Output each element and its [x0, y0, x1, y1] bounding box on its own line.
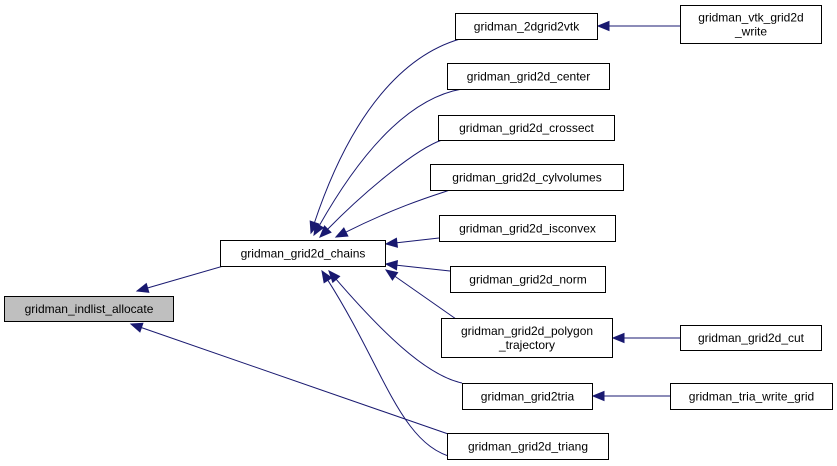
edge-norm-to-chains	[384, 260, 451, 272]
edge-isconvex-to-chains	[384, 237, 440, 248]
node-vtkwrite[interactable]: gridman_vtk_grid2d_write	[680, 5, 822, 44]
node-vtk2d[interactable]: gridman_2dgrid2vtk	[455, 13, 598, 40]
edge-line	[395, 264, 451, 272]
node-label: gridman_grid2d_polygon	[461, 324, 593, 338]
edge-cylvol-to-chains	[334, 189, 451, 238]
node-label: gridman_grid2d_center	[467, 70, 590, 84]
edge-line	[326, 139, 443, 231]
node-box[interactable]	[680, 5, 822, 44]
node-label: _trajectory	[498, 338, 555, 352]
node-center[interactable]: gridman_grid2d_center	[447, 63, 610, 90]
node-label: gridman_vtk_grid2d	[698, 11, 803, 25]
edge-arrowhead	[129, 322, 144, 333]
node-label: gridman_grid2d_crossect	[459, 121, 594, 135]
edge-arrowhead	[384, 237, 399, 248]
node-box[interactable]	[447, 63, 610, 90]
edge-arrowhead	[384, 260, 399, 271]
edge-line	[395, 237, 440, 244]
node-box[interactable]	[441, 318, 613, 358]
node-grid2tria[interactable]: gridman_grid2tria	[462, 383, 593, 410]
edge-line	[393, 275, 457, 320]
node-label: gridman_grid2d_chains	[241, 247, 366, 261]
edge-arrowhead	[334, 227, 349, 238]
node-box[interactable]	[455, 13, 598, 40]
node-triawrite[interactable]: gridman_tria_write_grid	[670, 383, 833, 410]
node-box[interactable]	[438, 115, 615, 141]
edge-arrowhead	[321, 269, 333, 284]
edge-line	[344, 189, 451, 233]
edge-arrowhead	[319, 225, 332, 238]
node-label: gridman_grid2d_triang	[468, 440, 588, 454]
node-label: gridman_grid2d_cut	[698, 331, 805, 345]
edge-line	[335, 278, 463, 384]
node-box[interactable]	[462, 383, 593, 410]
edge-arrowhead	[384, 269, 399, 281]
edge-cut-to-polytraj	[611, 332, 680, 344]
edge-line	[140, 326, 455, 437]
nodes-layer: gridman_indlist_allocate gridman_grid2d_c…	[4, 5, 833, 460]
edge-line	[318, 88, 463, 227]
node-chains[interactable]: gridman_grid2d_chains	[220, 240, 386, 267]
edge-crossect-to-chains	[319, 139, 443, 238]
edge-arrowhead	[328, 270, 341, 284]
node-label: gridman_grid2d_cylvolumes	[452, 171, 601, 185]
node-label: gridman_indlist_allocate	[25, 302, 154, 316]
node-triang[interactable]: gridman_grid2d_triang	[447, 433, 609, 460]
node-label: gridman_2dgrid2vtk	[474, 20, 580, 34]
node-label: _write	[734, 25, 767, 39]
edge-triang-to-chains	[321, 269, 456, 459]
node-box[interactable]	[430, 164, 624, 191]
node-crossect[interactable]: gridman_grid2d_crossect	[438, 115, 615, 141]
edge-triawrite-to-grid2tria	[591, 390, 670, 402]
edge-arrowhead	[135, 282, 150, 293]
edge-vtkwrite-to-vtk2d	[596, 20, 680, 32]
edge-triang-to-indlist	[129, 322, 455, 437]
node-label: gridman_grid2d_norm	[469, 273, 586, 287]
edges-layer	[129, 20, 680, 459]
node-indlist[interactable]: gridman_indlist_allocate	[4, 296, 174, 322]
node-box[interactable]	[439, 215, 616, 242]
edge-line	[326, 279, 456, 459]
edge-polytraj-to-chains	[384, 269, 457, 320]
node-box[interactable]	[4, 296, 174, 322]
edge-arrowhead	[591, 390, 605, 402]
node-label: gridman_grid2tria	[481, 390, 575, 404]
node-box[interactable]	[450, 266, 606, 293]
node-box[interactable]	[680, 325, 822, 351]
node-label: gridman_grid2d_isconvex	[459, 222, 596, 236]
node-cylvol[interactable]: gridman_grid2d_cylvolumes	[430, 164, 624, 191]
edge-line	[313, 38, 461, 224]
node-isconvex[interactable]: gridman_grid2d_isconvex	[439, 215, 616, 242]
edge-arrowhead	[596, 20, 610, 32]
edge-grid2tria-to-chains	[328, 270, 463, 384]
node-box[interactable]	[670, 383, 833, 410]
node-cut[interactable]: gridman_grid2d_cut	[680, 325, 822, 351]
node-polytraj[interactable]: gridman_grid2d_polygon_trajectory	[441, 318, 613, 358]
node-label: gridman_tria_write_grid	[689, 390, 814, 404]
node-box[interactable]	[220, 240, 386, 267]
edge-arrowhead	[313, 222, 325, 237]
edge-center-to-chains	[313, 88, 463, 237]
node-box[interactable]	[447, 433, 609, 460]
edge-arrowhead	[611, 332, 625, 344]
node-norm[interactable]: gridman_grid2d_norm	[450, 266, 606, 293]
